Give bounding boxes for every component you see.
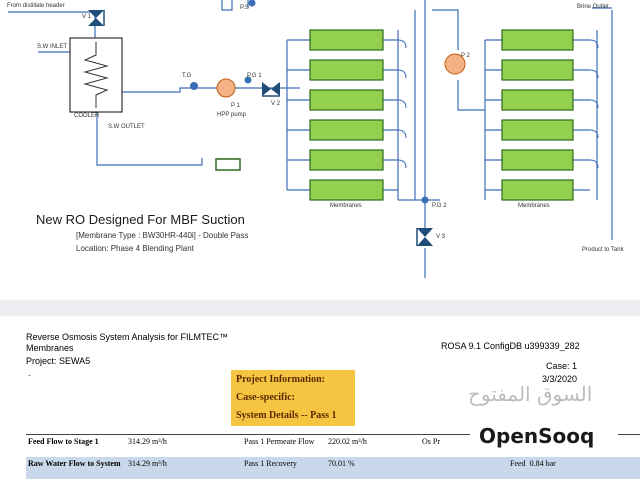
cell-value: 314.29 m³/h	[128, 459, 167, 468]
report-header-line1: Reverse Osmosis System Analysis for FILM…	[26, 332, 229, 342]
cell-value: 314.29 m³/h	[128, 437, 167, 446]
cell-label: Pass 1 Permeate Flow	[244, 437, 315, 446]
label-v1: V 1	[82, 14, 92, 20]
report-dot: .	[28, 368, 31, 378]
label-membranes-right: Membranes	[518, 203, 550, 209]
project-info-box: Project Information: Case-specific: Syst…	[231, 370, 355, 426]
cooler-coil-icon	[83, 42, 109, 108]
label-pg2: P.G 2	[432, 203, 447, 209]
membrane-type-label: [Membrane Type : BW30HR-440i] - Double P…	[76, 231, 249, 240]
membranes-left-bank	[309, 29, 384, 201]
label-distillate-header: From distillate header	[7, 3, 65, 9]
watermark-badge: OpenSooq	[470, 421, 618, 453]
ro-schematic: From distillate header V 1 P.S Brine Out…	[7, 0, 624, 278]
label-membranes-left: Membranes	[330, 203, 362, 209]
temperature-gauge-icon	[190, 82, 198, 90]
info-case-specific: Case-specific:	[236, 392, 295, 403]
location-label: Location: Phase 4 Blending Plant	[76, 244, 194, 253]
cell-label: Feed Flow to Stage 1	[28, 437, 99, 446]
info-system-details: System Details -- Pass 1	[236, 410, 337, 421]
valve-v3-icon	[416, 228, 433, 246]
cell-label: Pass 1 Recovery	[244, 459, 297, 468]
report-rosa-version: ROSA 9.1 ConfigDB u399339_282	[441, 341, 580, 351]
label-product-to-tank: Product to Tank	[582, 247, 624, 253]
watermark-arabic: السوق المفتوح	[468, 382, 593, 406]
label-tg: T.G	[182, 73, 192, 79]
cell-label: Raw Water Flow to System	[28, 459, 121, 468]
label-cooler: COOLER	[74, 113, 100, 119]
label-v3: V 3	[436, 234, 446, 240]
cell-value: 220.02 m³/h	[328, 437, 367, 446]
label-sw-outlet: S.W OUTLET	[108, 124, 145, 130]
schematic-drawing	[8, 0, 613, 278]
return-bends	[397, 39, 599, 169]
watermark-brand: OpenSooq	[479, 424, 595, 448]
cell-label: Os Pr	[422, 437, 441, 446]
membranes-right-bank	[501, 29, 574, 201]
valve-v1-icon	[88, 10, 105, 26]
schematic-title: New RO Designed For MBF Suction	[36, 212, 245, 227]
label-p1: P 1	[231, 103, 240, 109]
label-v2: V 2	[271, 101, 281, 107]
label-sw-inlet: S.W INLET	[37, 44, 68, 50]
label-pg1: P.G 1	[247, 73, 262, 79]
cell-label: Feed	[510, 459, 526, 468]
hpp-pump-icon	[216, 78, 236, 98]
report-header-line2: Membranes	[26, 343, 74, 353]
page-separator	[0, 300, 640, 316]
indicator-box	[215, 158, 241, 171]
pressure-gauge-1-icon	[244, 76, 252, 84]
pressure-switch-icon	[248, 0, 256, 7]
report-date: 3/3/2020	[542, 374, 578, 384]
pressure-gauge-2-icon	[421, 196, 429, 204]
info-project-information: Project Information:	[236, 374, 325, 385]
label-brine-outlet: Brine Outlet	[577, 4, 609, 10]
valve-v2-icon	[262, 82, 280, 97]
cell-value: 0.84 bar	[529, 459, 556, 468]
report-project: Project: SEWA5	[26, 356, 91, 366]
pump-p2-icon	[444, 53, 466, 75]
pipework	[8, 0, 613, 278]
label-p2: P 2	[461, 53, 470, 59]
report-case: Case: 1	[546, 361, 578, 371]
label-hpp-pump: HPP pump	[217, 112, 246, 118]
table-row: Raw Water Flow to System 314.29 m³/h Pas…	[26, 457, 640, 479]
cell-value: 70.01 %	[328, 459, 355, 468]
label-ps: P.S	[240, 5, 249, 11]
